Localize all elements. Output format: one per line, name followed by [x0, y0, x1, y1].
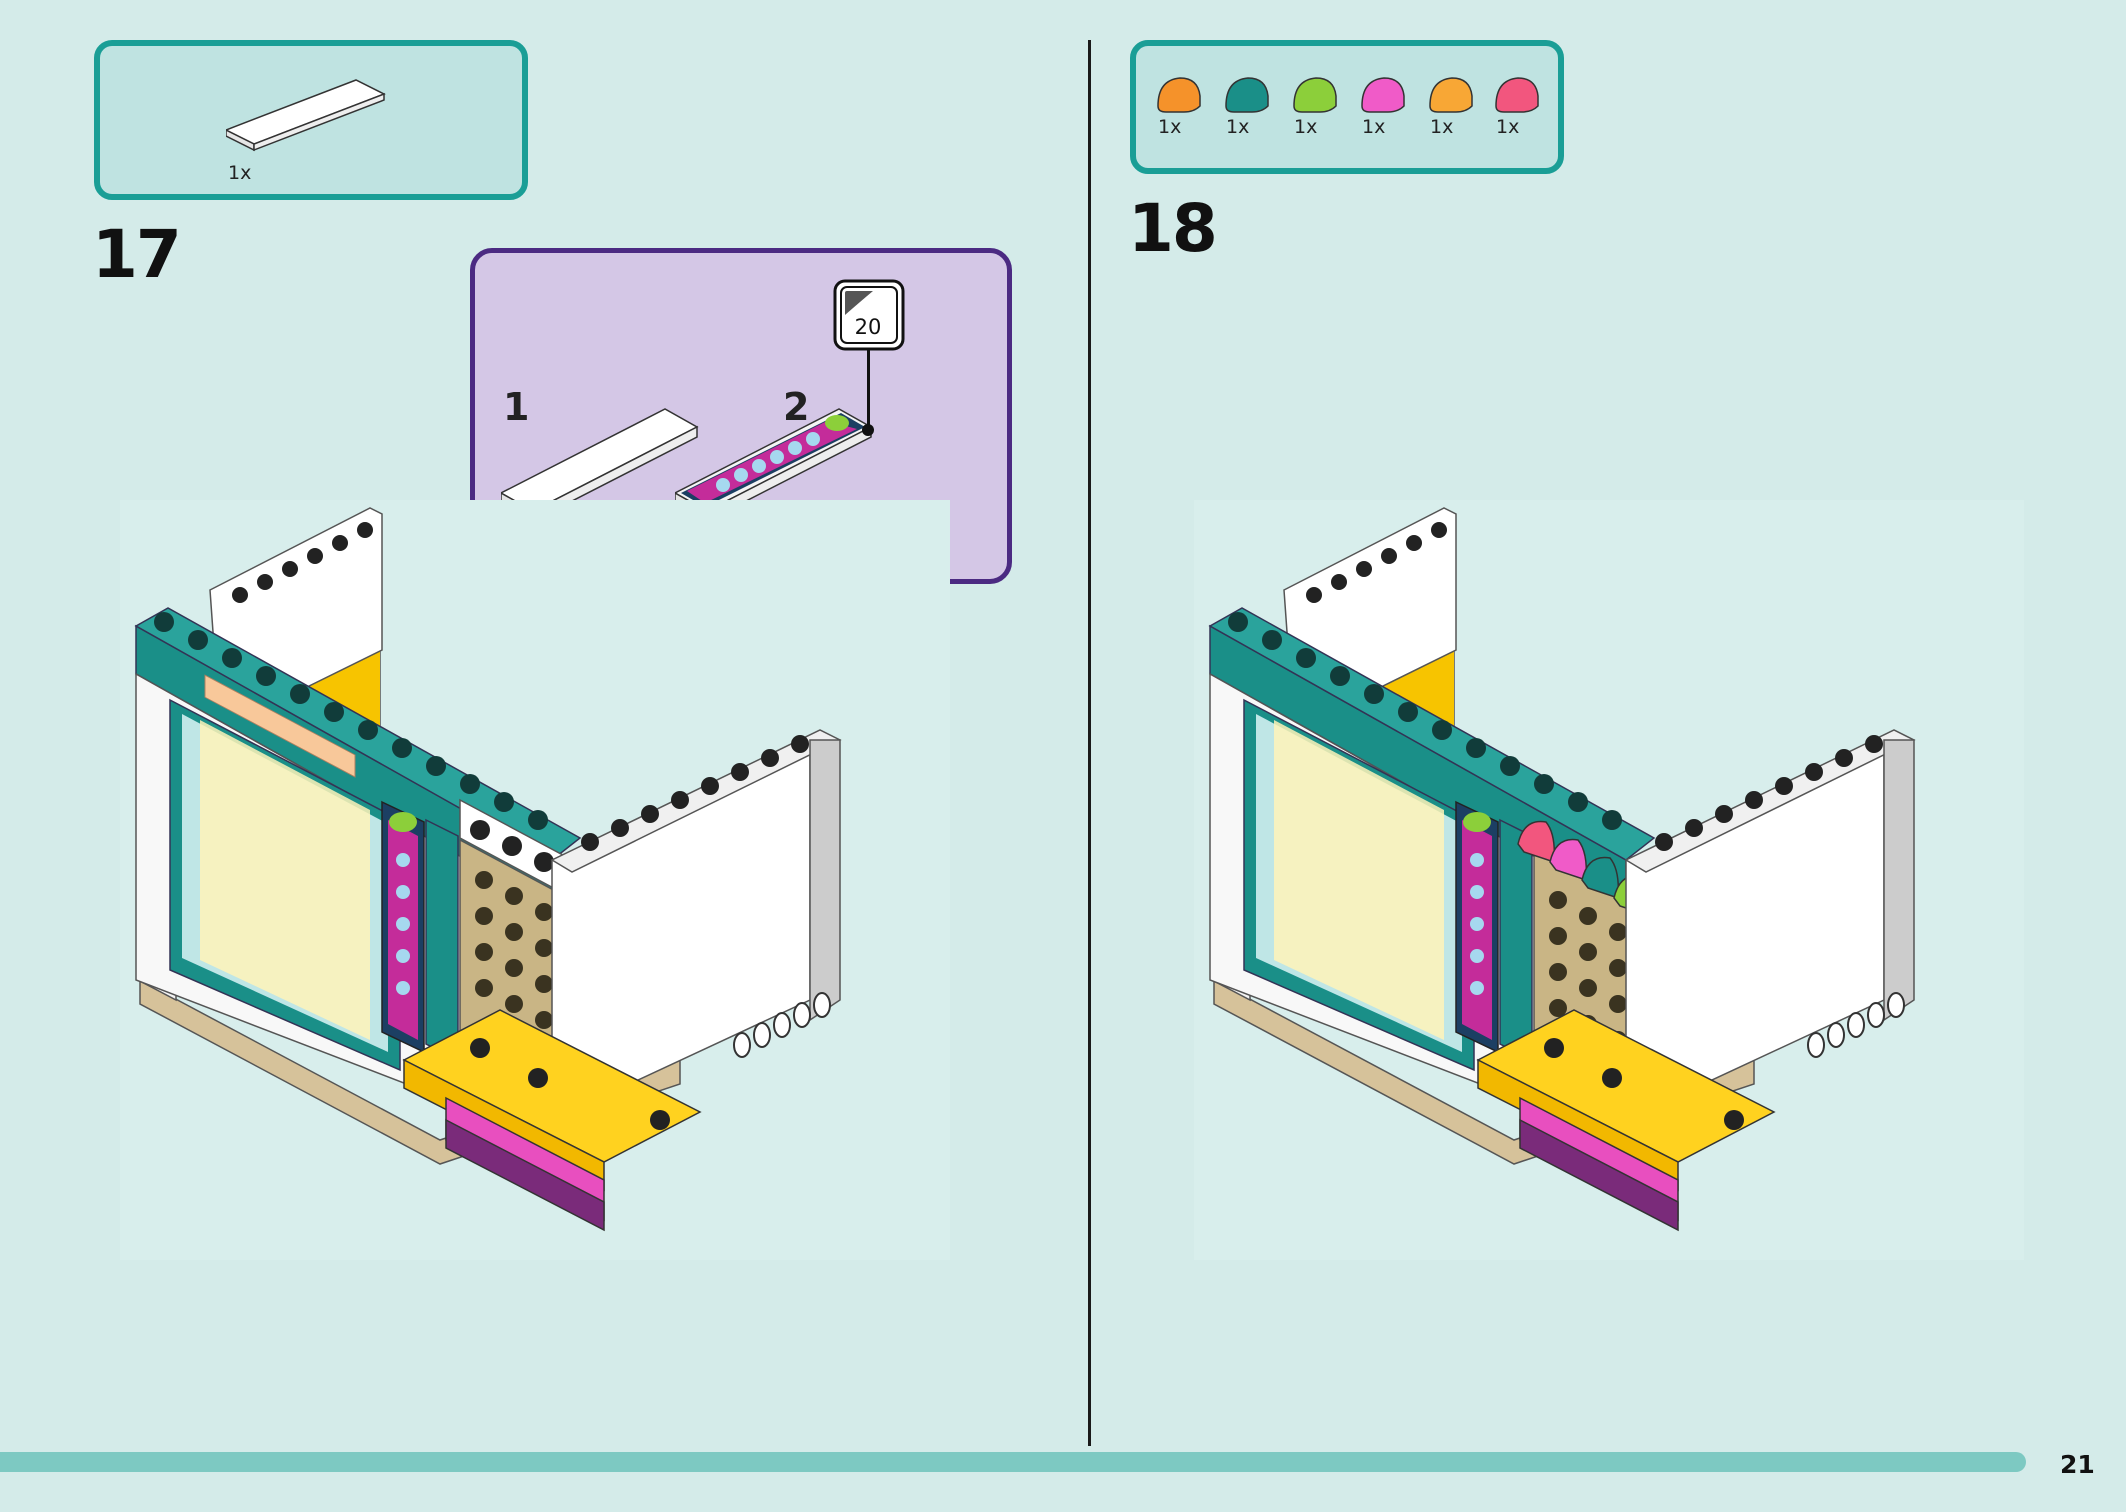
- substep-label-2: 2: [783, 385, 810, 429]
- progress-bar: [0, 1452, 2026, 1472]
- step18-parts-list: 1x 1x 1x 1x 1x 1x: [1130, 40, 1564, 174]
- sticker-number: 20: [854, 315, 882, 339]
- step-number-17: 17: [92, 216, 182, 293]
- sticker-leader-dot: [862, 424, 874, 436]
- curved-slope-icon: [1293, 77, 1337, 113]
- page-number: 21: [2060, 1450, 2095, 1479]
- sticker-callout: 20: [833, 279, 905, 351]
- part-quantity: 1x: [1496, 116, 1520, 138]
- sticker-icon: [833, 279, 905, 351]
- step-divider: [1088, 40, 1091, 1446]
- part-color-swatch: [1361, 77, 1405, 113]
- step17-parts-list: 1x: [94, 40, 528, 200]
- curved-slope-icon: [1429, 77, 1473, 113]
- sticker-leader-line: [867, 349, 870, 429]
- curved-slope-icon: [1225, 77, 1269, 113]
- step18-model-illustration: [1194, 500, 2024, 1260]
- part-quantity: 1x: [1158, 116, 1182, 138]
- part-item-2: 1x: [1222, 72, 1282, 152]
- part-item-3: 1x: [1290, 72, 1350, 152]
- part-color-swatch: [1429, 77, 1473, 113]
- curved-slope-icon: [1495, 77, 1539, 113]
- part-color-swatch: [1157, 77, 1201, 113]
- curved-slope-icon: [1361, 77, 1405, 113]
- part-item-6: 1x: [1492, 72, 1552, 152]
- part-color-swatch: [1293, 77, 1337, 113]
- part-item-5: 1x: [1426, 72, 1486, 152]
- part-item-4: 1x: [1358, 72, 1418, 152]
- part-quantity: 1x: [1294, 116, 1318, 138]
- curved-slope-icon: [1157, 77, 1201, 113]
- part-color-swatch: [1495, 77, 1539, 113]
- step-number-18: 18: [1128, 190, 1218, 267]
- part-quantity: 1x: [1430, 116, 1454, 138]
- part-item-1: 1x: [1154, 72, 1214, 152]
- part-color-swatch: [1225, 77, 1269, 113]
- white-tile-part-icon: [226, 79, 386, 152]
- part-quantity: 1x: [1226, 116, 1250, 138]
- substep-label-1: 1: [503, 385, 530, 429]
- part-quantity: 1x: [228, 162, 252, 184]
- part-quantity: 1x: [1362, 116, 1386, 138]
- step17-model-illustration: [120, 500, 950, 1260]
